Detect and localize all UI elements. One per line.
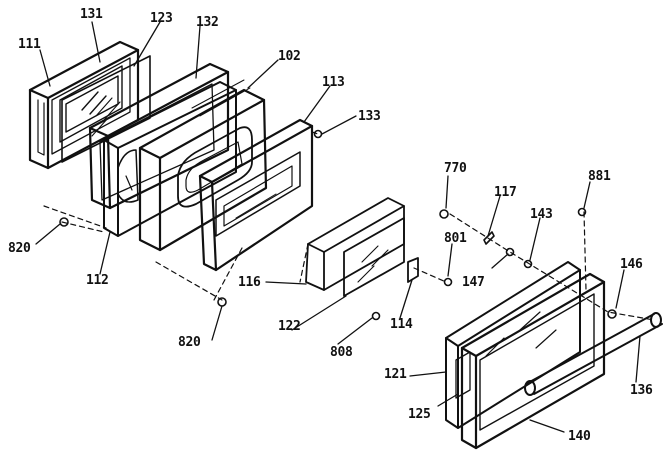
callout-111: 111 <box>18 37 41 52</box>
callout-122: 122 <box>278 319 301 334</box>
callout-770: 770 <box>444 161 467 176</box>
callout-801: 801 <box>444 231 467 246</box>
screw-881 <box>577 207 587 217</box>
clip-143 <box>523 259 533 269</box>
callout-102: 102 <box>278 49 301 64</box>
callout-125: 125 <box>408 407 431 422</box>
callout-117: 117 <box>494 185 517 200</box>
clip-117 <box>483 231 495 245</box>
callout-820-upper: 820 <box>8 241 31 256</box>
hardware-screws <box>59 129 617 321</box>
part-112-liner <box>103 81 237 237</box>
callout-147: 147 <box>462 275 485 290</box>
screw-801 <box>443 277 453 287</box>
leader-lines <box>35 21 641 433</box>
callout-121: 121 <box>384 367 407 382</box>
part-136-handle <box>524 312 663 396</box>
callout-881: 881 <box>588 169 611 184</box>
part-114-bracket <box>407 257 419 283</box>
screw-820b <box>217 297 227 307</box>
screw-808 <box>371 311 381 321</box>
part-113-door-frame <box>198 118 314 272</box>
part-116-glass-frame <box>305 197 405 291</box>
screw-133 <box>313 129 323 139</box>
callout-133: 133 <box>358 109 381 124</box>
screw-820a <box>59 217 69 227</box>
callout-136: 136 <box>630 383 653 398</box>
callout-113: 113 <box>322 75 345 90</box>
callout-140: 140 <box>568 429 591 444</box>
callout-820-lower: 820 <box>178 335 201 350</box>
callout-116: 116 <box>238 275 261 290</box>
clip-147 <box>505 247 515 257</box>
screw-770 <box>439 209 449 219</box>
callout-143: 143 <box>530 207 553 222</box>
part-121-outer-glass <box>445 261 581 429</box>
callout-131: 131 <box>80 7 103 22</box>
part-140-door-frame <box>460 272 606 450</box>
part-102-insulation-box <box>138 79 268 252</box>
part-125-window <box>455 351 471 399</box>
part-123-glass <box>61 55 151 163</box>
callout-112: 112 <box>86 273 109 288</box>
callout-146: 146 <box>620 257 643 272</box>
callout-114: 114 <box>390 317 413 332</box>
part-122-glass <box>343 217 405 297</box>
callout-123: 123 <box>150 11 173 26</box>
callout-132: 132 <box>196 15 219 30</box>
clip-146 <box>607 309 617 319</box>
callout-808: 808 <box>330 345 353 360</box>
